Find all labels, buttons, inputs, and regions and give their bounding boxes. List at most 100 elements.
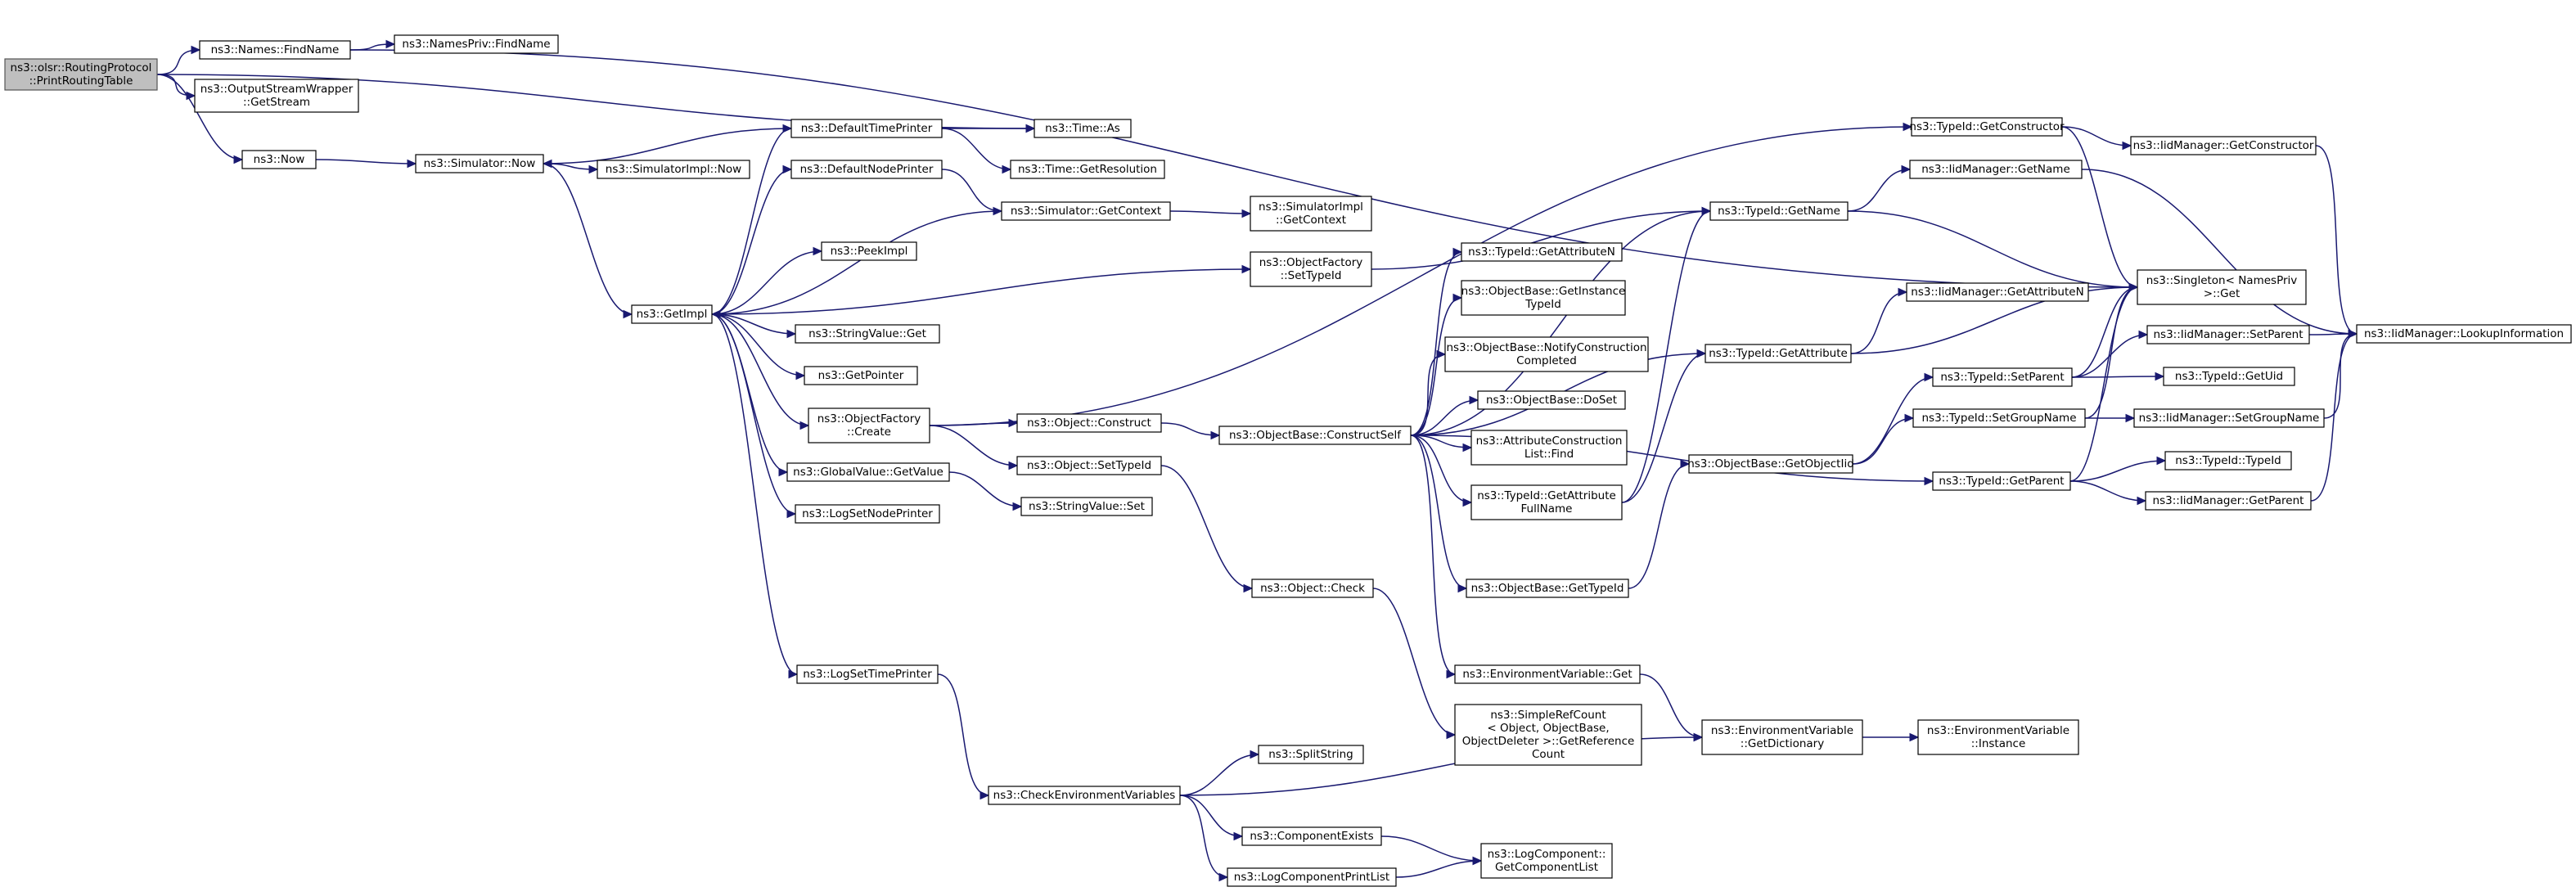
arrowhead — [1901, 164, 1912, 174]
node-box — [804, 366, 918, 385]
node-singleton-get[interactable]: ns3::Singleton< NamesPriv>::Get — [2137, 269, 2307, 305]
node-namespriv-findname[interactable]: ns3::NamesPriv::FindName — [394, 34, 559, 54]
node-iidmanager-getname[interactable]: ns3::IidManager::GetName — [1909, 160, 2083, 179]
node-objectfactory-settypeid[interactable]: ns3::ObjectFactory::SetTypeId — [1250, 251, 1372, 287]
edge-object-check-to-simplerefcount — [1372, 588, 1456, 736]
node-names-findname[interactable]: ns3::Names::FindName — [199, 40, 351, 60]
arrowhead — [1250, 750, 1260, 759]
arrowhead — [385, 39, 396, 49]
node-label: ns3::NamesPriv::FindName — [402, 38, 550, 51]
node-objectbase-gettypeid[interactable]: ns3::ObjectBase::GetTypeId — [1466, 579, 1629, 598]
node-box — [786, 462, 950, 482]
node-label: ns3::EnvironmentVariable::Get — [1462, 668, 1632, 681]
node-object-check[interactable]: ns3::Object::Check — [1251, 579, 1374, 598]
node-label: ns3::GetImpl — [637, 308, 708, 321]
arrowhead — [788, 669, 799, 679]
node-simulatorimpl-getcontext[interactable]: ns3::SimulatorImpl::GetContext — [1250, 196, 1372, 232]
node-defaulttimeprinter[interactable]: ns3::DefaultTimePrinter — [790, 119, 943, 138]
node-simulator-now[interactable]: ns3::Simulator::Now — [415, 154, 544, 173]
edge-defaulttimeprinter-to-simulator-now — [543, 128, 792, 164]
node-stringvalue-set[interactable]: ns3::StringValue::Set — [1020, 497, 1153, 516]
edge-objectbase-constructself-to-typeid-getattributefullname — [1410, 434, 1472, 503]
node-simplerefcount[interactable]: ns3::SimpleRefCount< Object, ObjectBase,… — [1454, 704, 1642, 766]
node-object-construct[interactable]: ns3::Object::Construct — [1016, 413, 1162, 433]
arrowhead — [786, 329, 797, 339]
node-iidmanager-getparent[interactable]: ns3::IidManager::GetParent — [2145, 491, 2312, 511]
node-simulatorimpl-now[interactable]: ns3::SimulatorImpl::Now — [597, 160, 750, 179]
node-getimpl[interactable]: ns3::GetImpl — [631, 304, 713, 324]
node-typeid-getconstructor[interactable]: ns3::TypeId::GetConstructor — [1909, 117, 2065, 137]
node-osw-getstream[interactable]: ns3::OutputStreamWrapper::GetStream — [194, 79, 359, 113]
node-label: ns3::Simulator::GetContext — [1011, 205, 1161, 218]
node-defaultnodeprinter[interactable]: ns3::DefaultNodePrinter — [790, 160, 943, 179]
node-objectbase-constructself[interactable]: ns3::ObjectBase::ConstructSelf — [1218, 425, 1412, 445]
node-envvar-getdictionary[interactable]: ns3::EnvironmentVariable::GetDictionary — [1701, 719, 1863, 755]
node-typeid-getattribute[interactable]: ns3::TypeId::GetAttribute — [1705, 344, 1852, 363]
node-typeid-getname[interactable]: ns3::TypeId::GetName — [1709, 201, 1849, 221]
node-peekimpl[interactable]: ns3::PeekImpl — [821, 241, 917, 261]
arrowhead — [1904, 413, 1915, 423]
node-label: ns3::IidManager::GetParent — [2153, 494, 2304, 507]
node-object-settypeid[interactable]: ns3::Object::SetTypeId — [1016, 456, 1162, 475]
node-label: ns3::ComponentExists — [1250, 830, 1373, 843]
node-label: ns3::ObjectFactory — [817, 412, 921, 425]
node-objectfactory-create[interactable]: ns3::ObjectFactory::Create — [808, 407, 930, 443]
node-logsettimeprinter[interactable]: ns3::LogSetTimePrinter — [796, 664, 939, 684]
node-box — [1258, 745, 1364, 764]
node-globalvalue-getvalue[interactable]: ns3::GlobalValue::GetValue — [786, 462, 950, 482]
node-label: ns3::StringValue::Set — [1029, 500, 1145, 513]
arrowhead — [1025, 124, 1036, 133]
node-iidmanager-getconstructor[interactable]: ns3::IidManager::GetConstructor — [2130, 136, 2317, 155]
node-getpointer[interactable]: ns3::GetPointer — [804, 366, 918, 385]
node-label: ObjectDeleter >::GetReference — [1462, 735, 1635, 748]
node-typeid-getparent[interactable]: ns3::TypeId::GetParent — [1932, 471, 2071, 491]
arrowhead — [1457, 583, 1468, 593]
node-typeid-setparent[interactable]: ns3::TypeId::SetParent — [1932, 367, 2073, 387]
arrowhead — [1924, 476, 1934, 486]
node-objectbase-getobjectiid[interactable]: ns3::ObjectBase::GetObjectIid — [1687, 454, 1854, 474]
node-logcomponentprintlist[interactable]: ns3::LogComponentPrintList — [1227, 867, 1397, 887]
edge-names-findname-to-singleton-get — [349, 49, 2138, 288]
node-iidmanager-setgroupname[interactable]: ns3::IidManager::SetGroupName — [2133, 408, 2325, 428]
node-label: ns3::AttributeConstruction — [1476, 434, 1623, 448]
arrowhead — [2155, 371, 2165, 381]
node-envvar-get[interactable]: ns3::EnvironmentVariable::Get — [1454, 664, 1641, 684]
node-typeid-setgroupname[interactable]: ns3::TypeId::SetGroupName — [1912, 408, 2086, 428]
node-root[interactable]: ns3::olsr::RoutingProtocol::PrintRouting… — [4, 58, 158, 91]
node-label: ns3::ObjectBase::DoSet — [1486, 394, 1617, 407]
edge-checkenvvars-to-splitstring — [1179, 754, 1259, 796]
node-box — [1688, 454, 1853, 474]
node-label: Completed — [1516, 354, 1577, 367]
node-box — [415, 154, 544, 173]
node-simulator-getcontext[interactable]: ns3::Simulator::GetContext — [1001, 201, 1171, 221]
node-ns3-now[interactable]: ns3::Now — [241, 150, 317, 169]
node-checkenvvars[interactable]: ns3::CheckEnvironmentVariables — [988, 786, 1181, 805]
node-label: ns3::EnvironmentVariable — [1927, 724, 2069, 737]
node-time-as[interactable]: ns3::Time::As — [1034, 119, 1132, 138]
arrowhead — [1898, 287, 1908, 297]
node-envvar-instance[interactable]: ns3::EnvironmentVariable::Instance — [1917, 719, 2079, 755]
node-typeid-getattributen[interactable]: ns3::TypeId::GetAttributeN — [1461, 242, 1623, 262]
arrowhead — [782, 164, 793, 174]
node-logsetnodeprinter[interactable]: ns3::LogSetNodePrinter — [795, 504, 940, 524]
node-iidmanager-setparent[interactable]: ns3::IidManager::SetParent — [2146, 325, 2310, 344]
node-splitstring[interactable]: ns3::SplitString — [1258, 745, 1364, 764]
arrowhead — [1469, 395, 1479, 405]
node-stringvalue-get[interactable]: ns3::StringValue::Get — [795, 324, 940, 344]
node-time-getresolution[interactable]: ns3::Time::GetResolution — [1010, 160, 1165, 179]
node-componentexists[interactable]: ns3::ComponentExists — [1241, 826, 1382, 846]
edge-iidmanager-getconstructor-to-iidmanager-lookupinformation — [2315, 145, 2358, 335]
node-objectbase-notify[interactable]: ns3::ObjectBase::NotifyConstructionCompl… — [1444, 336, 1649, 372]
node-box — [795, 324, 940, 344]
node-objectbase-doset[interactable]: ns3::ObjectBase::DoSet — [1477, 390, 1626, 410]
edge-getimpl-to-getpointer — [711, 313, 805, 376]
node-typeid-typeid[interactable]: ns3::TypeId::TypeId — [2164, 451, 2292, 471]
arrowhead — [1002, 164, 1012, 174]
node-iidmanager-getattributen[interactable]: ns3::IidManager::GetAttributeN — [1906, 282, 2089, 302]
node-logcomponent-getcomponentlist[interactable]: ns3::LogComponent::GetComponentList — [1480, 843, 1613, 879]
node-iidmanager-lookupinformation[interactable]: ns3::IidManager::LookupInformation — [2356, 324, 2572, 344]
node-typeid-getuid[interactable]: ns3::TypeId::GetUid — [2163, 367, 2295, 386]
